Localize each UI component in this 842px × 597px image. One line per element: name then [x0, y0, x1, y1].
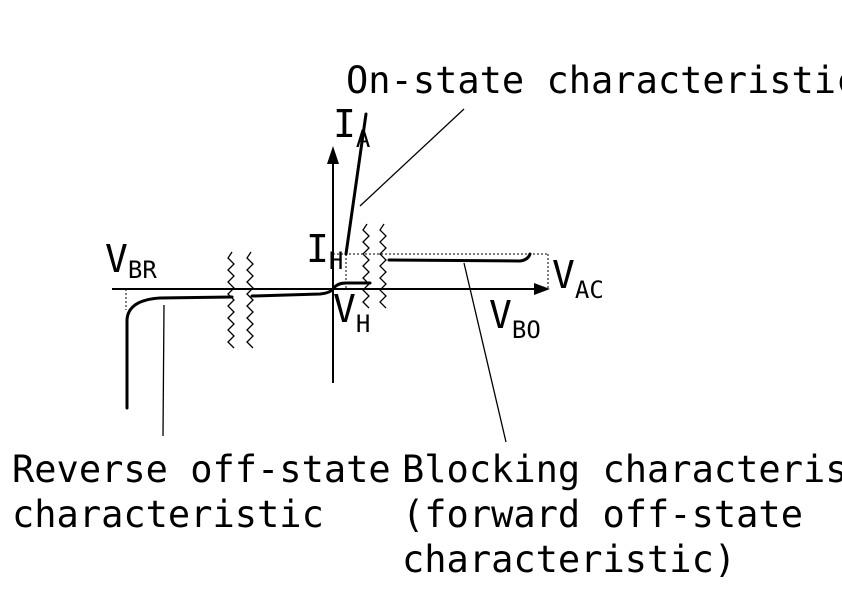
blocking-leader	[463, 262, 507, 443]
y-axis-arrowhead	[327, 146, 339, 164]
y-axis-main: I	[333, 102, 356, 146]
x-axis-sub: AC	[575, 276, 604, 304]
blocking-caption-line-2: (forward off-state	[402, 493, 803, 536]
ih-main: I	[306, 227, 329, 271]
break-marker-right-1	[362, 223, 370, 309]
break-marker-right-2	[379, 223, 387, 309]
reverse-breakdown-curve	[125, 295, 234, 410]
x-axis-main: V	[552, 253, 575, 297]
vh-sub: H	[356, 310, 370, 338]
x-axis-label: VAC	[552, 253, 604, 304]
iv-curve	[125, 112, 532, 410]
blocking-curve	[387, 252, 532, 263]
y-axis-label: IA	[333, 102, 371, 153]
break-marker-left-1	[227, 251, 235, 349]
leader-lines	[162, 108, 507, 443]
vbo-label: VBO	[489, 293, 541, 344]
axes	[112, 146, 550, 383]
vbr-main: V	[105, 237, 128, 281]
reverse-leader	[162, 304, 165, 437]
blocking-caption-line-3: characteristic)	[402, 538, 736, 581]
reverse-off-state-curve	[250, 287, 335, 298]
on-state-caption: On-state characteristic	[346, 59, 842, 102]
axis-break-markers	[227, 223, 387, 349]
blocking-caption-line-1: Blocking characteristic	[402, 448, 842, 491]
ih-sub: H	[329, 247, 343, 275]
vbr-label: VBR	[105, 237, 157, 284]
break-marker-left-2	[246, 251, 254, 349]
on-state-leader	[359, 108, 465, 207]
vh-label: VH	[333, 287, 370, 338]
ih-label: IH	[306, 227, 343, 275]
vbr-sub: BR	[128, 256, 157, 284]
forward-knee-curve	[331, 281, 372, 291]
reverse-caption-line-2: characteristic	[12, 493, 324, 536]
reverse-caption-line-1: Reverse off-state	[12, 448, 391, 491]
vh-main: V	[333, 287, 356, 331]
vbo-main: V	[489, 293, 512, 337]
on-state-curve	[344, 112, 368, 256]
y-axis-sub: A	[356, 125, 371, 153]
x-axis-arrowhead	[534, 283, 550, 295]
vbo-sub: BO	[512, 316, 541, 344]
